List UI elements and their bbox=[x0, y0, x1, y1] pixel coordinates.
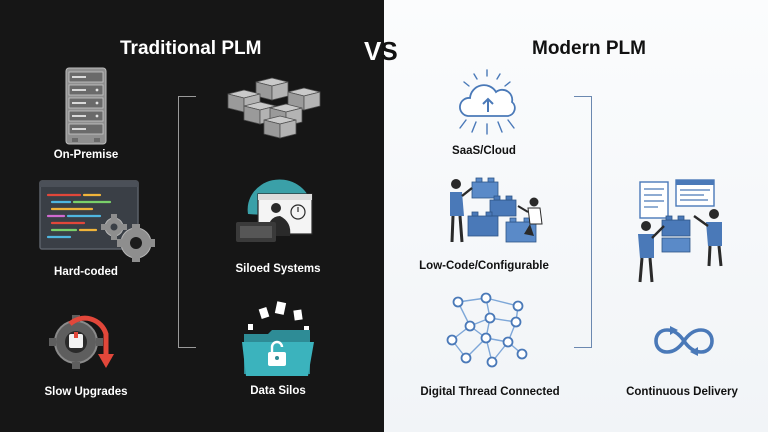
cloud-upload-icon bbox=[459, 69, 516, 135]
low-code-label: Low-Code/Configurable bbox=[419, 260, 549, 272]
vs-label: VS bbox=[364, 36, 398, 67]
vs-letter-v: V bbox=[364, 36, 381, 66]
slow-upgrade-gear-icon bbox=[49, 315, 114, 369]
siloed-systems-label: Siloed Systems bbox=[235, 263, 321, 275]
continuous-delivery-label: Continuous Delivery bbox=[626, 386, 738, 398]
hard-coded-label: Hard-coded bbox=[54, 266, 118, 278]
siloed-servers-icon bbox=[227, 77, 321, 139]
modern-panel bbox=[384, 0, 768, 432]
saas-cloud-label: SaaS/Cloud bbox=[452, 145, 516, 157]
collaboration-config-icon bbox=[638, 179, 723, 283]
slow-upgrades-label: Slow Upgrades bbox=[44, 386, 128, 398]
data-silos-folder-icon bbox=[242, 301, 314, 376]
traditional-bracket bbox=[178, 96, 196, 348]
infinity-loop-icon bbox=[654, 326, 714, 356]
digital-thread-network-icon bbox=[446, 292, 528, 368]
modern-bracket bbox=[574, 96, 592, 348]
data-silos-label: Data Silos bbox=[250, 385, 306, 397]
traditional-title: Traditional PLM bbox=[120, 38, 262, 59]
vs-letter-s: S bbox=[380, 36, 397, 66]
on-premise-label: On-Premise bbox=[53, 149, 119, 161]
code-gears-icon bbox=[39, 180, 155, 262]
low-code-blocks-icon bbox=[450, 177, 543, 243]
siloed-systems-icon bbox=[236, 179, 313, 242]
digital-thread-label: Digital Thread Connected bbox=[420, 386, 560, 398]
server-rack-icon bbox=[65, 67, 107, 145]
modern-title: Modern PLM bbox=[532, 38, 646, 59]
